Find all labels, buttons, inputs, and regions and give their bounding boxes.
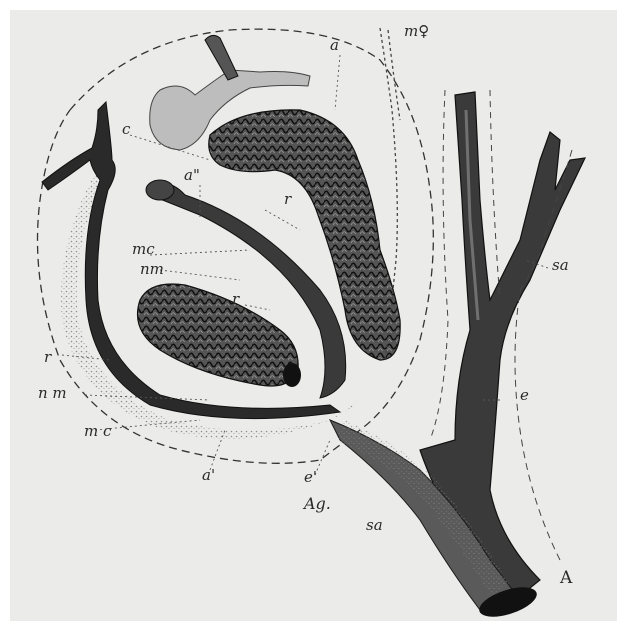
label-mc-lower: m c [84, 424, 111, 439]
label-a: a [330, 38, 339, 53]
label-Ag: Ag. [304, 496, 331, 512]
label-sa-right: sa [552, 258, 569, 273]
label-r-mid: r [232, 292, 239, 307]
label-r-top: r [284, 192, 291, 207]
inner-loop-bulb [146, 180, 174, 200]
label-a-prime: a' [202, 468, 215, 483]
label-nm-upper: nm [140, 262, 164, 277]
label-e-prime: e' [304, 470, 317, 485]
label-r-left: r [44, 350, 51, 365]
label-m-female: m♀ [404, 24, 429, 39]
label-e: e [520, 388, 529, 403]
label-a-double: a" [184, 168, 200, 183]
label-A: A [560, 570, 572, 587]
label-c-top: c [122, 122, 130, 137]
label-nm-lower: n m [38, 386, 67, 401]
lower-coil-cap [283, 363, 301, 387]
label-mc-upper: mc [132, 242, 155, 257]
label-sa-bottom: sa [366, 518, 383, 533]
